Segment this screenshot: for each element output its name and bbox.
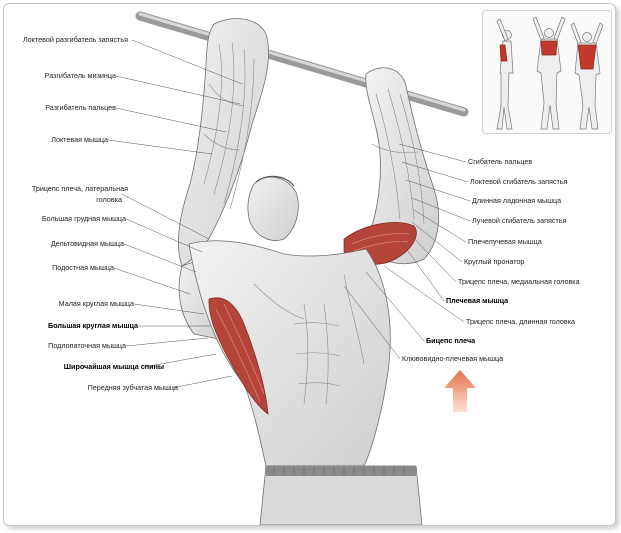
label-ext-carpi-ulnaris: Локтевой разгибатель запястья xyxy=(22,35,128,44)
label-pectoralis-major: Большая грудная мышца xyxy=(41,214,126,223)
label-palmaris-longus: Длинная ладонная мышца xyxy=(472,196,562,205)
torso-sketch xyxy=(188,240,391,467)
label-brachioradialis: Плечелучевая мышца xyxy=(468,237,542,246)
label-triceps-lateral-line1: Трицепс плеча, латеральная xyxy=(31,184,128,193)
label-triceps-lateral-line2: головка xyxy=(96,195,122,204)
muscle-map-thumbnails-icon xyxy=(482,10,612,134)
label-teres-minor: Малая круглая мышца xyxy=(58,299,134,308)
latissimus-highlight xyxy=(208,297,269,415)
thumbnail-back-view xyxy=(570,22,604,130)
pullup-bar xyxy=(135,11,469,117)
diagram-frame: Локтевой разгибатель запястья Разгибател… xyxy=(3,3,616,526)
label-coracobrachialis: Клювовидно-плечевая мышца xyxy=(402,354,504,363)
label-serratus: Передняя зубчатая мышца xyxy=(87,383,178,392)
label-deltoid: Дельтовидная мышца xyxy=(50,239,124,248)
leader-lines-left xyxy=(107,39,243,389)
pullup-anatomy-illustration xyxy=(107,11,476,525)
label-anconeus: Локтевая мышца xyxy=(51,135,108,144)
label-flexor-digitorum: Сгибатель пальцев xyxy=(468,157,533,166)
label-triceps-medial: Трицепс плеча, медиальная головка xyxy=(458,277,580,286)
up-arrow-icon xyxy=(444,370,476,412)
label-subscapularis: Подлопаточная мышца xyxy=(48,341,126,350)
left-arm-hatching xyxy=(203,41,255,210)
label-flexor-carpi-radialis: Лучевой сгибатель запястья xyxy=(472,216,567,225)
label-triceps-long: Трицепс плеча, длинная головка xyxy=(466,317,576,326)
trousers-sketch xyxy=(259,465,423,525)
label-flexor-carpi-ulnaris: Локтевой сгибатель запястья xyxy=(470,177,568,186)
right-arm-hatching xyxy=(371,88,425,225)
head-sketch xyxy=(247,175,299,241)
thumbnail-side-view xyxy=(496,18,514,130)
label-ext-digitorum: Разгибатель пальцев xyxy=(45,103,116,112)
label-pronator-teres: Круглый пронатор xyxy=(464,257,525,266)
label-teres-major: Большая круглая мышца xyxy=(48,321,138,330)
label-infraspinatus: Подостная мышца xyxy=(52,263,114,272)
leader-lines-right xyxy=(343,143,471,360)
label-ext-digiti-minimi: Разгибатель мизинца xyxy=(44,71,116,80)
thumbnail-front-view xyxy=(532,16,566,130)
torso-hatching xyxy=(253,273,365,405)
label-latissimus: Широчайшая мышца спины xyxy=(63,362,164,371)
label-biceps: Бицепс плеча xyxy=(426,336,476,345)
label-brachialis: Плечевая мышца xyxy=(446,296,509,305)
